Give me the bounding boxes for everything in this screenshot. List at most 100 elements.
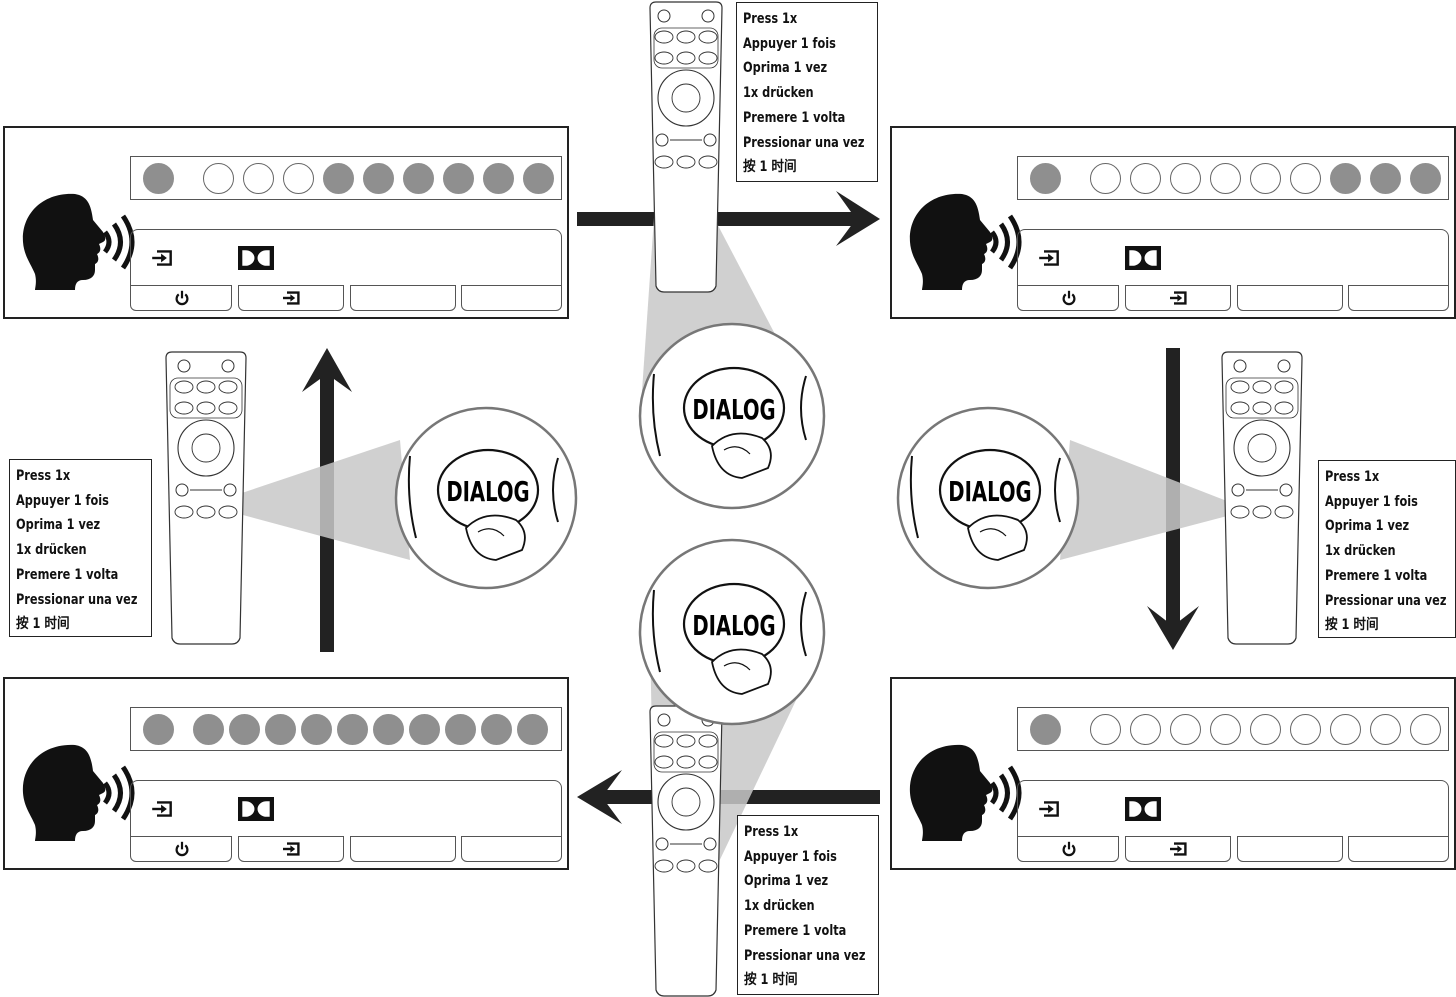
bottom-button-input [1125,285,1231,311]
dolby-icon [1125,797,1161,821]
finger-icon [465,514,526,561]
soundbar-button-row [1017,780,1449,836]
speaking-head-icon [22,744,135,841]
finger-icon [967,514,1028,561]
led-lit [1370,163,1401,194]
press-line: Premere 1 volta [743,109,846,126]
press-line: Press 1x [16,468,71,484]
speaking-head-icon [909,744,1022,841]
led-unlit [1250,163,1281,194]
led-unlit [1210,714,1241,745]
led-unlit [1330,714,1361,745]
input-source-icon [1170,291,1187,305]
press-line: Oprima 1 vez [1325,518,1410,535]
led-lit [337,714,368,745]
magnify-cone-right [1060,440,1250,560]
bottom-button-power [130,285,232,311]
led-unlit [1130,714,1161,745]
dialog-button-label: DIALOG [948,475,1031,507]
soundbar-button-row [1017,229,1449,285]
press-line: 按 1 时间 [1325,617,1379,634]
led-unlit [1090,163,1121,194]
bottom-button-power [1017,285,1119,311]
magnifier-top: DIALOG [638,322,826,510]
power-icon [1233,359,1247,373]
power-icon [175,290,189,306]
power-icon [657,713,671,727]
led-lit [265,714,296,745]
power-icon [1062,841,1076,857]
soundbar-button-row [130,780,562,836]
led-unlit [283,163,314,194]
dolby-icon [238,797,274,821]
press-line: Appuyer 1 fois [16,492,109,509]
speaking-head-icon [22,193,135,290]
press-line: Oprima 1 vez [16,517,101,534]
led-bar [130,156,562,200]
led-lit [1410,163,1441,194]
soundbar-button-row [130,229,562,285]
press-line: Premere 1 volta [1325,567,1428,584]
plus-icon [223,483,237,497]
led-lit [445,714,476,745]
dialog-button-label: DIALOG [692,609,775,641]
led-unlit [1290,163,1321,194]
led-lit [523,163,554,194]
bottom-button-vol_minus [350,836,456,862]
led-icon [221,359,235,373]
input-source-icon [1039,250,1059,266]
led-lit [1030,714,1061,745]
press-line: Premere 1 volta [744,922,847,939]
bottom-button-vol_minus [350,285,456,311]
led-lit [481,714,512,745]
led-unlit [203,163,234,194]
led-unlit [1170,714,1201,745]
bottom-button-vol_plus [1348,836,1449,862]
led-lit [193,714,224,745]
bottom-button-vol_minus [1237,836,1343,862]
remote-left [165,351,247,645]
press-line: Pressionar una vez [16,591,138,608]
led-lit [143,163,174,194]
led-unlit [1090,714,1121,745]
bottom-button-power [130,836,232,862]
led-icon [701,9,715,23]
plus-icon [703,133,717,147]
led-lit [301,714,332,745]
led-lit [443,163,474,194]
led-lit [1330,163,1361,194]
press-line: Premere 1 volta [16,566,119,583]
press-line: 1x drücken [743,85,814,102]
minus-icon [655,837,669,851]
press-line: 按 1 时间 [744,972,798,989]
bottom-button-vol_minus [1237,285,1343,311]
press-line: 1x drücken [16,542,87,559]
led-lit [373,714,404,745]
bottom-button-input [1125,836,1231,862]
press-line: Pressionar una vez [743,134,865,151]
magnifier-left: DIALOG [394,406,578,590]
press-line: 按 1 时间 [743,159,797,176]
led-icon [1277,359,1291,373]
bottom-button-power [1017,836,1119,862]
panel-mode1 [3,126,569,319]
finger-icon [711,648,772,695]
led-unlit [1130,163,1161,194]
magnifier-bottom: DIALOG [638,538,826,726]
led-unlit [1170,163,1201,194]
input-source-icon [152,801,172,817]
speaking-head-icon [909,193,1022,290]
led-lit [403,163,434,194]
dolby-icon [1125,246,1161,270]
led-unlit [1250,714,1281,745]
led-unlit [1410,714,1441,745]
led-lit [143,714,174,745]
press-line: Appuyer 1 fois [743,35,836,52]
power-icon [175,841,189,857]
input-source-icon [283,291,300,305]
led-lit [1030,163,1061,194]
